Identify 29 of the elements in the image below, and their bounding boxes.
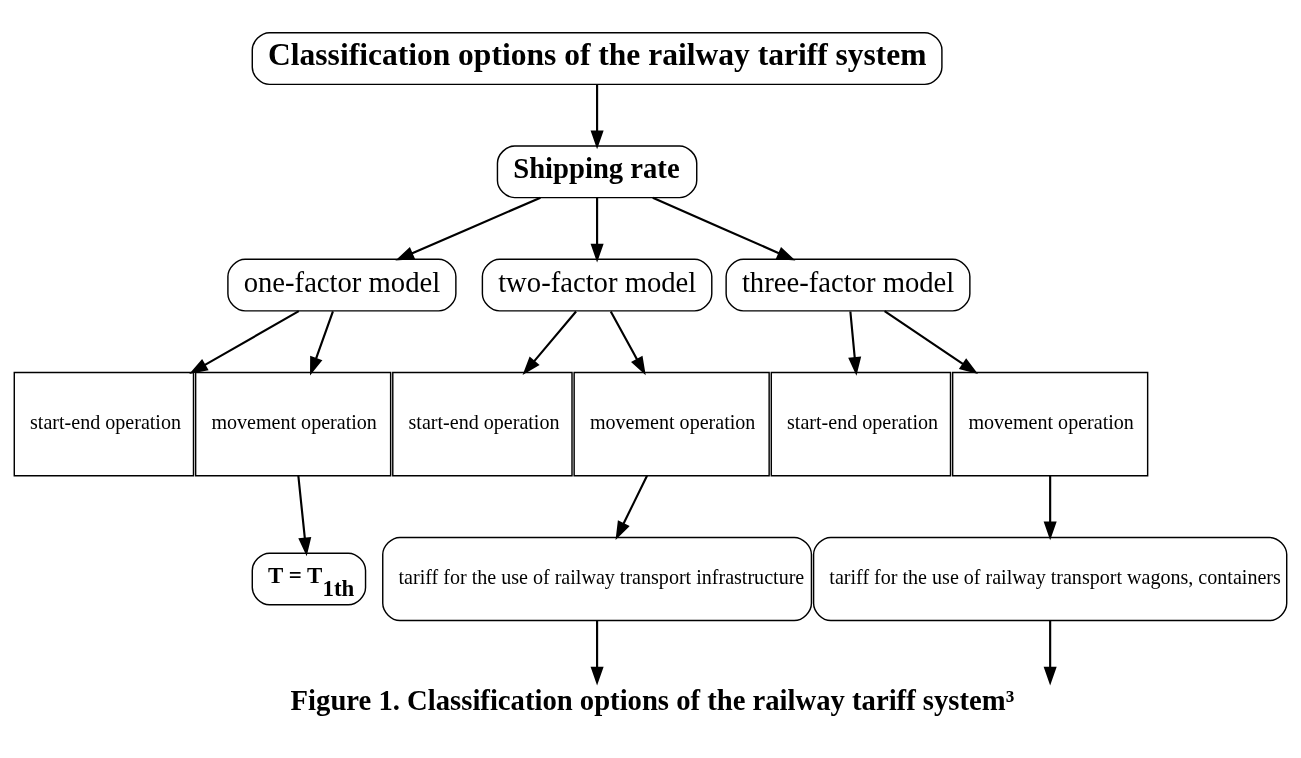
arrow [884,309,978,374]
node-box: start-end operation [770,371,952,476]
arrow [609,310,646,375]
node-box: two-factor model [481,258,713,312]
arrow [395,196,541,260]
node-box: tariff for the use of railway transport wagons, containers [812,536,1288,621]
arrow [1043,475,1057,540]
arrow [310,310,334,376]
node-box: three-factor model [725,258,971,312]
caption: Figure 1. Classification options of the railway tariff system³ [290,683,1015,716]
arrow [189,309,300,374]
node-box: start-end operation [13,371,195,476]
node-box: movement operation [194,371,392,476]
node-box: start-end operation [392,371,573,476]
arrow [590,84,604,149]
arrow [297,475,312,556]
arrow [522,310,577,375]
node-box: Classification options of the railway tariff system [251,31,943,85]
node-box: movement operation [573,371,770,476]
arrow [590,197,604,262]
arrow [615,474,648,540]
node-box: movement operation [951,371,1149,476]
node-box: Shipping rate [496,144,698,198]
arrow [848,310,862,376]
arrow [590,620,604,685]
node-box: one-factor model [227,258,457,312]
node-box: tariff for the use of railway transport infrastructure [382,536,813,621]
arrow [1043,620,1057,685]
arrow [652,196,796,261]
